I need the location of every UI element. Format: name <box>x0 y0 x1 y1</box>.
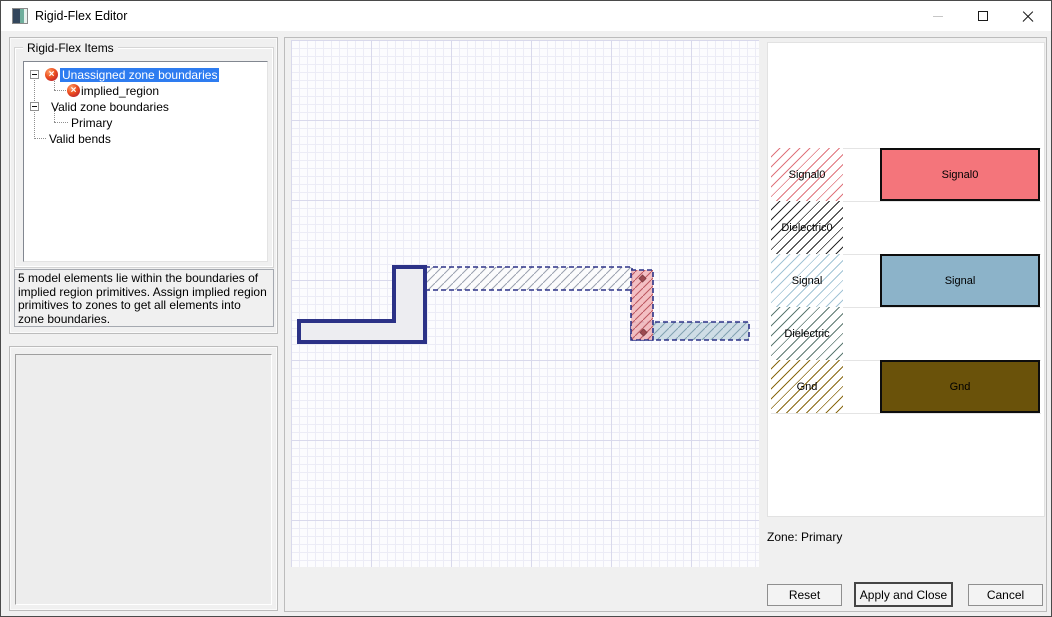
layer-name: Signal0 <box>788 168 826 181</box>
layer-name: Dielectric <box>784 327 830 340</box>
maximize-button[interactable] <box>960 2 1005 30</box>
maximize-icon <box>977 11 988 21</box>
collapse-icon[interactable] <box>30 102 39 111</box>
layer-hatch-swatch: Signal <box>771 254 843 307</box>
error-icon <box>45 68 58 81</box>
flex-strip[interactable] <box>630 321 750 341</box>
rigid-flex-items-panel: Rigid-Flex Items Unassigned zone boundar… <box>9 37 278 334</box>
layer-name: Gnd <box>796 380 818 393</box>
minimize-icon <box>932 15 943 17</box>
tree-item-implied-region[interactable]: implied_region <box>24 83 267 98</box>
layer-name: Signal <box>791 274 823 287</box>
vertex-marker[interactable] <box>638 274 647 283</box>
app-icon <box>12 8 28 24</box>
window-title: Rigid-Flex Editor <box>35 9 128 23</box>
main-panel: Signal0 Signal0 Dielectric0 Signal Signa… <box>284 37 1047 612</box>
layer-hatch-swatch: Signal0 <box>771 148 843 201</box>
layer-row-gnd: Gnd Gnd <box>771 360 1043 413</box>
layer-row-signal0: Signal0 Signal0 <box>771 148 1043 201</box>
rigid-flex-tree[interactable]: Unassigned zone boundaries implied_regio… <box>23 61 268 262</box>
layer-name: Dielectric0 <box>781 221 833 234</box>
groupbox-title: Rigid-Flex Items <box>23 41 118 55</box>
tree-connector <box>54 90 66 91</box>
tree-connector <box>34 138 46 139</box>
implied-region-strip[interactable] <box>424 266 633 291</box>
tree-connector <box>54 122 68 123</box>
layer-hatch-swatch: Dielectric <box>771 307 843 360</box>
window-controls <box>915 2 1050 30</box>
rigid-flex-items-groupbox: Rigid-Flex Items Unassigned zone boundar… <box>14 41 274 268</box>
titlebar: Rigid-Flex Editor <box>1 1 1051 31</box>
vertex-marker[interactable] <box>639 328 648 337</box>
layer-stackup-panel: Signal0 Signal0 Dielectric0 Signal Signa… <box>767 42 1045 517</box>
error-icon <box>67 84 80 97</box>
tree-item-label: Valid bends <box>49 131 111 146</box>
close-icon <box>1022 10 1034 22</box>
zone-label: Zone: Primary <box>767 530 843 544</box>
layer-hatch-swatch: Gnd <box>771 360 843 413</box>
layer-block: Gnd <box>880 360 1040 413</box>
implied-region-vertical[interactable] <box>630 269 654 341</box>
validation-message: 5 model elements lie within the boundari… <box>14 269 274 327</box>
layer-block: Signal0 <box>880 148 1040 201</box>
layer-row-dielectric: Dielectric <box>771 307 1043 360</box>
layer-separator <box>771 307 1041 308</box>
properties-panel-content <box>15 354 272 605</box>
apply-and-close-button[interactable]: Apply and Close <box>854 582 953 607</box>
tree-item-label: Primary <box>71 115 113 130</box>
layer-separator <box>771 201 1041 202</box>
tree-connector <box>54 108 55 122</box>
layout-canvas[interactable] <box>291 40 759 567</box>
layer-block: Signal <box>880 254 1040 307</box>
layer-row-dielectric0: Dielectric0 <box>771 201 1043 254</box>
collapse-icon[interactable] <box>30 70 39 79</box>
tree-item-primary[interactable]: Primary <box>24 115 267 130</box>
tree-item-unassigned-zone-boundaries[interactable]: Unassigned zone boundaries <box>24 67 267 82</box>
properties-panel <box>9 346 278 611</box>
layer-hatch-swatch: Dielectric0 <box>771 201 843 254</box>
tree-item-label: Unassigned zone boundaries <box>60 67 220 82</box>
tree-item-label: Valid zone boundaries <box>51 99 169 114</box>
cancel-button[interactable]: Cancel <box>968 584 1043 606</box>
rigid-zone-outline-l-shape[interactable] <box>297 265 427 344</box>
tree-item-label: implied_region <box>81 83 160 98</box>
minimize-button[interactable] <box>915 2 960 30</box>
tree-connector <box>54 76 55 90</box>
tree-item-valid-bends[interactable]: Valid bends <box>24 131 267 146</box>
close-button[interactable] <box>1005 2 1050 30</box>
layer-separator <box>771 413 1041 414</box>
canvas-drawing <box>297 265 750 344</box>
layer-row-signal: Signal Signal <box>771 254 1043 307</box>
reset-button[interactable]: Reset <box>767 584 842 606</box>
tree-item-valid-zone-boundaries[interactable]: Valid zone boundaries <box>24 99 267 114</box>
